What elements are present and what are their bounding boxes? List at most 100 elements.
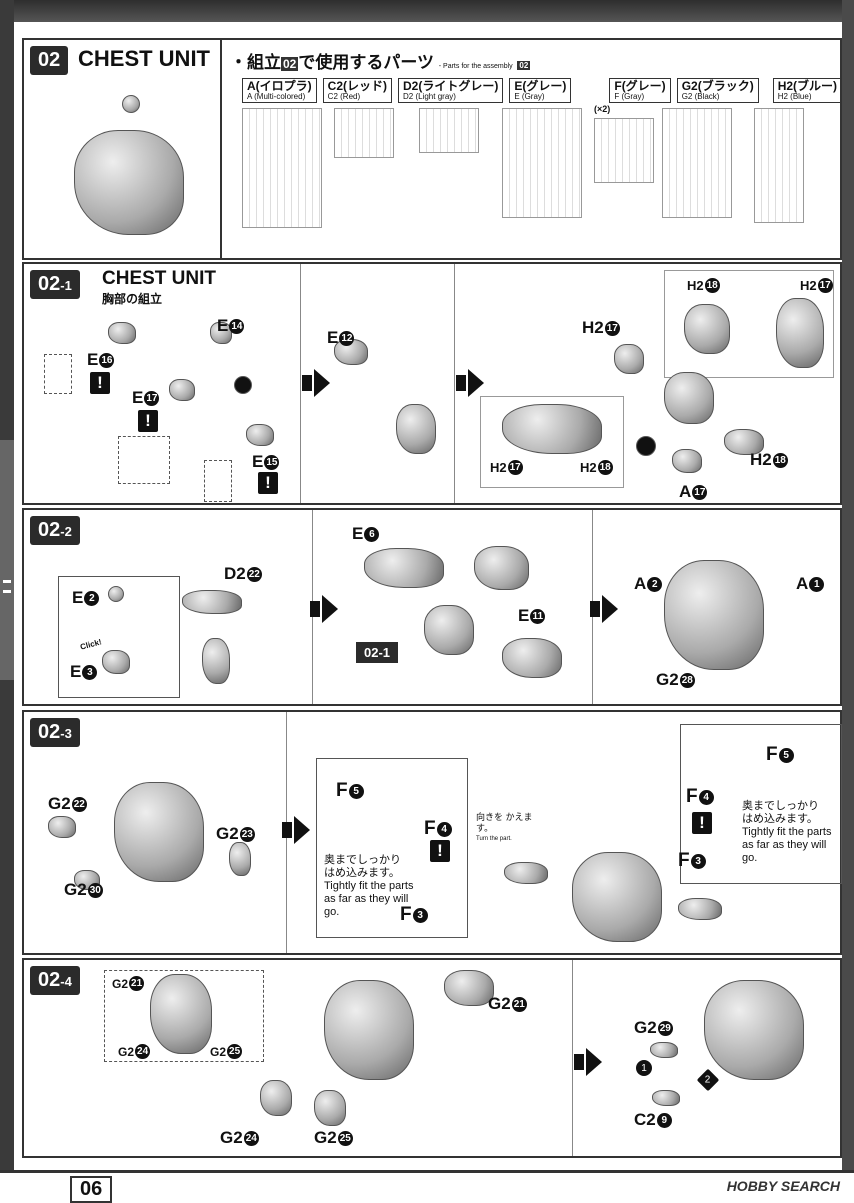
caution-icon: ! (138, 410, 158, 432)
part (502, 638, 562, 678)
part (229, 842, 251, 876)
detail-box (104, 970, 264, 1062)
part (260, 1080, 292, 1116)
next-arrow-icon (302, 369, 330, 397)
assembly (572, 852, 662, 942)
detail-box (204, 460, 232, 502)
runner-g2: G2(ブラック)G2 (Black) (676, 78, 759, 103)
next-arrow-icon (456, 369, 484, 397)
fit-note: 奥までしっかり はめ込みます。Tightly fit the parts as … (742, 800, 832, 864)
detail-box (680, 724, 842, 884)
turn-note: 向きを かえます。Turn the part. (476, 812, 533, 842)
page-frame-right (842, 0, 854, 1200)
runner-list: A(イロプラ)A (Multi-colored)C2(レッド)C2 (Red)D… (242, 78, 848, 103)
divider (454, 264, 455, 503)
side-mark (3, 590, 11, 593)
part (672, 449, 702, 473)
chest-unit-ball (122, 95, 140, 113)
step-tag: 02-2 (30, 516, 80, 545)
part (364, 548, 444, 588)
page-frame-top (0, 0, 854, 22)
part (474, 546, 529, 590)
next-arrow-icon (310, 595, 338, 623)
assembly (114, 782, 204, 882)
step-02-3: 02-3 ! ! 奥までしっかり はめ込みます。Tightly fit the … (22, 710, 842, 955)
part (202, 638, 230, 684)
step-tag: 02-1 (30, 270, 80, 299)
chest-unit-illustration (74, 130, 184, 235)
runner-f: F(グレー)F (Gray) (609, 78, 671, 103)
runner-e-image (502, 108, 582, 218)
assembly (704, 980, 804, 1080)
hobbysearch-logo: HOBBY SEARCH (726, 1178, 840, 1194)
step-title: CHEST UNIT (102, 268, 216, 289)
part (502, 404, 602, 454)
divider (572, 960, 573, 1156)
part (424, 605, 474, 655)
assembly (324, 980, 414, 1080)
part (684, 304, 730, 354)
divider (220, 40, 222, 258)
caution-icon: ! (692, 812, 712, 834)
step-ref-tag: 02-1 (356, 642, 399, 663)
runner-h2: H2(ブルー)H2 (Blue) (772, 78, 843, 103)
runner-g2-image (662, 108, 732, 218)
order-marker: 1 (636, 1060, 652, 1076)
caution-icon: ! (90, 372, 110, 394)
step-tag: 02-4 (30, 966, 80, 995)
part (504, 862, 548, 884)
runner-a-image (242, 108, 322, 228)
fit-note: 奥までしっかり はめ込みます。Tightly fit the parts as … (324, 854, 414, 918)
next-arrow-icon (282, 816, 310, 844)
part (108, 586, 124, 602)
runner-c2: C2(レッド)C2 (Red) (322, 78, 393, 103)
part (314, 1090, 346, 1126)
runner-c2-image (334, 108, 394, 158)
part (724, 429, 764, 455)
part (776, 298, 824, 368)
caution-icon: ! (258, 472, 278, 494)
runner-f-image (594, 118, 654, 183)
assembly (664, 560, 764, 670)
detail-box (480, 396, 624, 488)
detail-box (58, 576, 180, 698)
page-number: 06 (70, 1176, 113, 1203)
part (48, 816, 76, 838)
gate-marker-icon (234, 376, 252, 394)
next-arrow-icon (590, 595, 618, 623)
runner-f-qty: (×2) (594, 104, 611, 114)
detail-box (316, 758, 468, 938)
caution-icon: ! (430, 840, 450, 862)
order-marker: 2 (696, 1068, 720, 1092)
